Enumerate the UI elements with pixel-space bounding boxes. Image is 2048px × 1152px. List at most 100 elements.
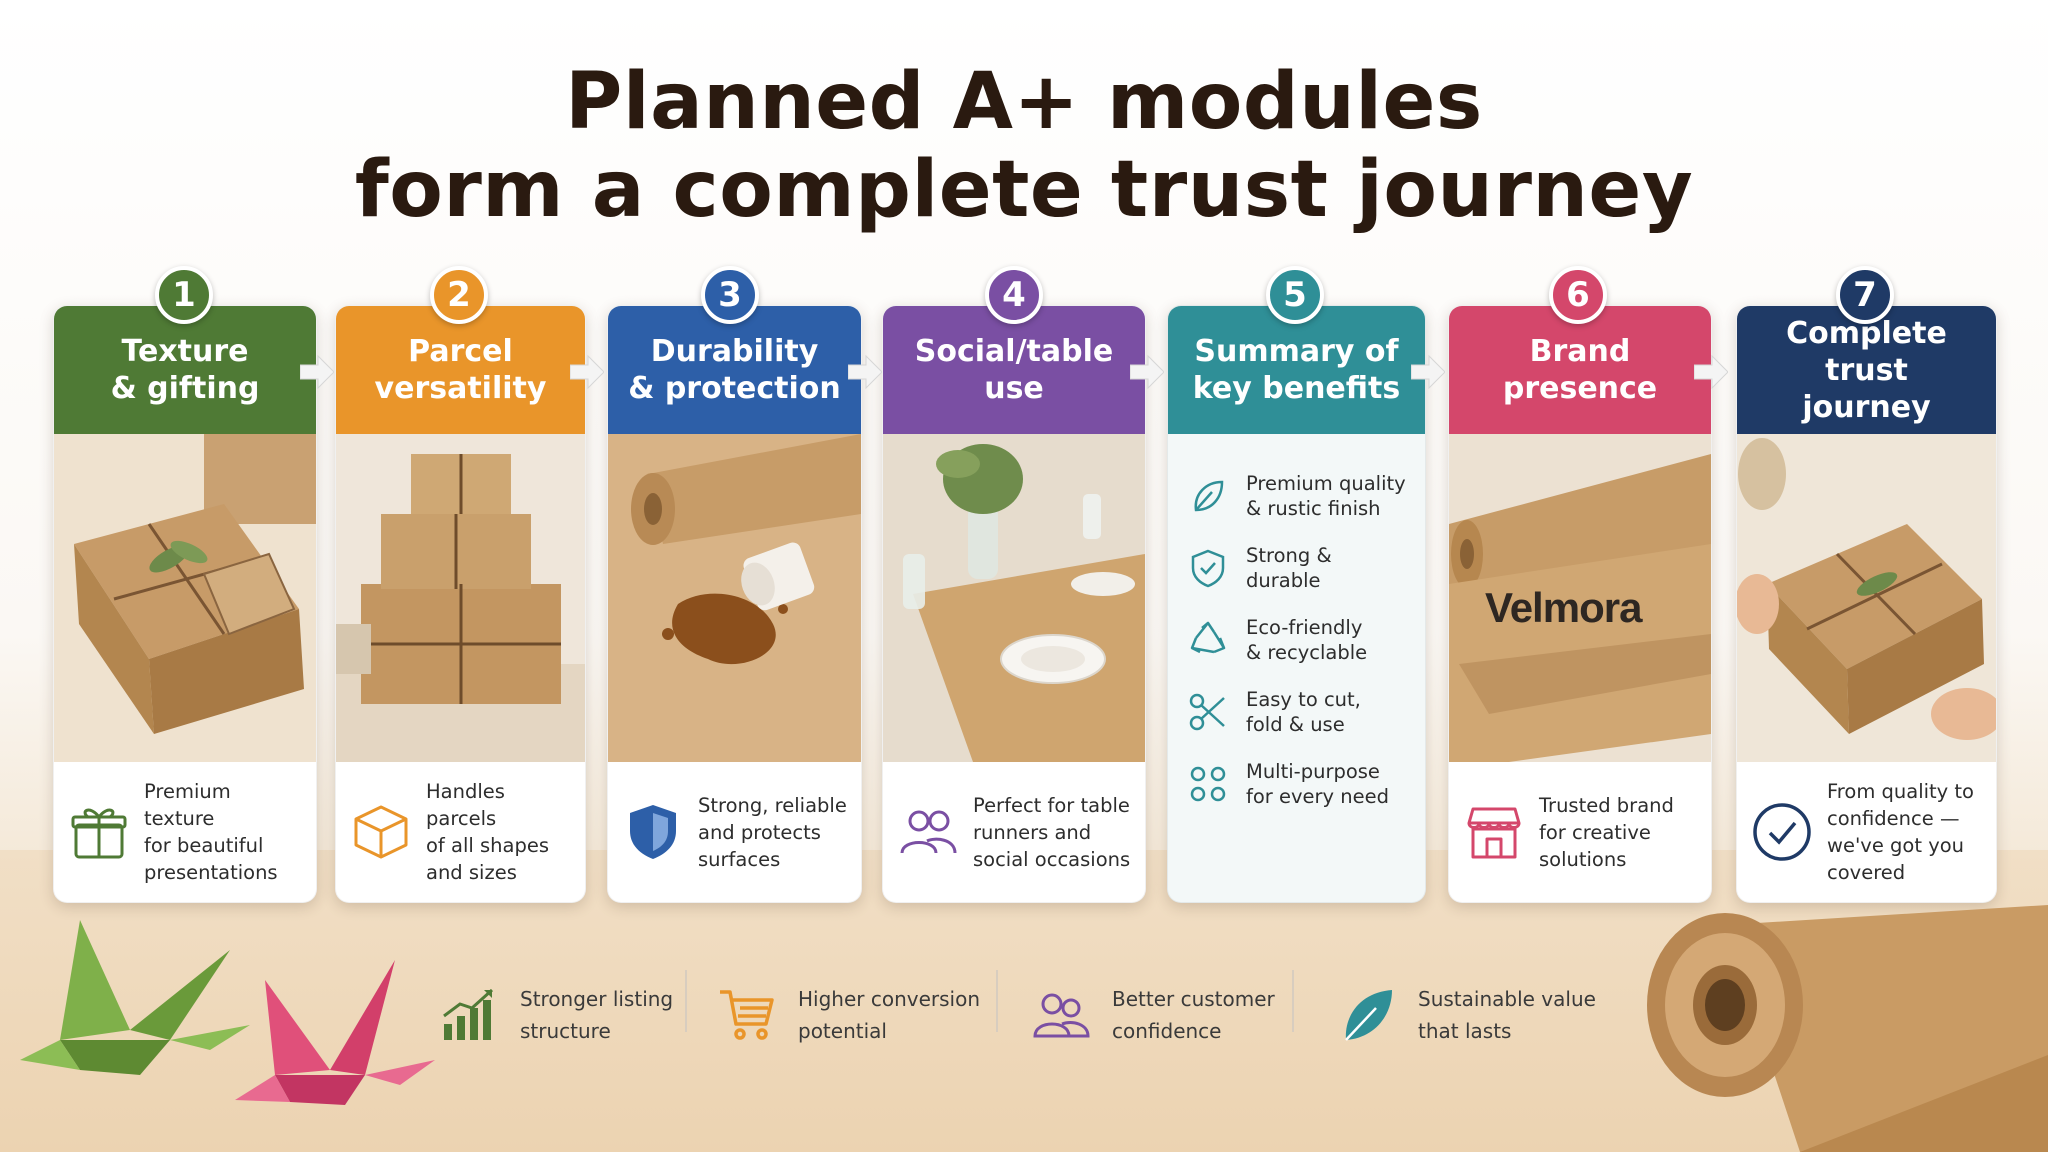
caption-line: we've got you <box>1827 834 1965 857</box>
module-card-texture-gifting: Texture& gifting Premium texture <box>53 305 317 903</box>
step-number-badge: 2 <box>430 266 488 324</box>
module-title-line: & gifting <box>110 371 260 406</box>
benefit-line: Stronger listing <box>520 987 674 1011</box>
module-title-line: Durability <box>650 334 819 369</box>
arrow-right-icon <box>300 354 334 390</box>
module-title-line: Brand <box>1529 334 1631 369</box>
caption-line: and protects <box>698 820 821 844</box>
key-benefits-list: Premium quality& rustic finish Strong &d… <box>1168 434 1425 820</box>
module-caption: Perfect for table runners and social occ… <box>883 762 1145 902</box>
module-caption: Handles parcels of all shapes and sizes <box>336 762 585 902</box>
leaf-icon <box>1338 986 1396 1044</box>
benefit-line: confidence <box>1112 1019 1222 1043</box>
benefit-higher-conversion: Higher conversion potential <box>718 965 980 1065</box>
module-title-line: presence <box>1502 371 1658 406</box>
people-icon <box>897 801 959 863</box>
module-title-line: key benefits <box>1192 371 1401 406</box>
module-header: Texture& gifting <box>54 306 316 434</box>
divider <box>685 970 687 1032</box>
summary-line: & rustic finish <box>1246 497 1381 520</box>
caption-line: social occasions <box>973 847 1131 871</box>
list-item: Premium quality& rustic finish <box>1188 460 1411 532</box>
benefit-line: structure <box>520 1019 611 1043</box>
brand-logo-text: Velmora <box>1485 584 1642 631</box>
gift-icon <box>68 801 130 863</box>
box-icon <box>350 801 412 863</box>
summary-line: for every need <box>1246 785 1390 808</box>
benefits-bar: Stronger listing structure Higher convers… <box>430 965 1600 1065</box>
green-origami-crane <box>20 920 250 1075</box>
summary-line: & recyclable <box>1246 641 1368 664</box>
benefit-line: that lasts <box>1418 1019 1512 1043</box>
benefit-line: Higher conversion <box>798 987 981 1011</box>
list-item: Eco-friendly& recyclable <box>1188 604 1411 676</box>
caption-line: solutions <box>1539 847 1627 871</box>
scissors-icon <box>1188 692 1228 732</box>
module-title-line: & protection <box>628 371 841 406</box>
pink-origami-crane <box>235 960 435 1105</box>
recycle-icon <box>1188 620 1228 660</box>
arrow-right-icon <box>1130 354 1164 390</box>
page-title: Planned A+ modules form a complete trust… <box>0 58 2048 234</box>
caption-line: presentations <box>144 861 278 884</box>
module-title-line: Social/table <box>914 334 1114 369</box>
module-caption: From quality to confidence — we've got y… <box>1737 762 1996 902</box>
people-icon <box>1032 986 1090 1044</box>
module-title-line: use <box>984 371 1044 406</box>
gift-package-photo <box>54 434 316 762</box>
table-setting-photo <box>883 434 1145 762</box>
summary-line: fold & use <box>1246 713 1345 736</box>
module-title-line: Complete trust <box>1786 315 1947 388</box>
caption-line: for beautiful <box>144 834 264 857</box>
title-line-2: form a complete trust journey <box>354 145 1694 235</box>
benefit-line: potential <box>798 1019 887 1043</box>
caption-line: of all shapes <box>426 834 549 857</box>
module-caption: Premium texture for beautiful presentati… <box>54 762 316 902</box>
bar-chart-icon <box>440 986 498 1044</box>
step-number-badge: 5 <box>1266 266 1324 324</box>
step-number-badge: 1 <box>155 266 213 324</box>
caption-line: From quality to <box>1827 780 1974 803</box>
caption-line: confidence — <box>1827 807 1960 830</box>
check-circle-icon <box>1751 801 1813 863</box>
cart-icon <box>718 986 776 1044</box>
benefit-line: Sustainable value <box>1418 987 1596 1011</box>
list-item: Easy to cut,fold & use <box>1188 676 1411 748</box>
step-number-badge: 7 <box>1836 266 1894 324</box>
step-number-badge: 4 <box>985 266 1043 324</box>
benefit-better-confidence: Better customer confidence <box>1032 965 1275 1065</box>
benefit-sustainable-value: Sustainable value that lasts <box>1338 965 1596 1065</box>
arrow-right-icon <box>848 354 882 390</box>
step-number-badge: 6 <box>1549 266 1607 324</box>
arrow-right-icon <box>570 354 604 390</box>
module-title-line: Summary of <box>1194 334 1399 369</box>
store-icon <box>1463 801 1525 863</box>
module-title-line: journey <box>1802 389 1931 425</box>
caption-line: and sizes <box>426 861 517 884</box>
summary-line: Premium quality <box>1246 472 1406 495</box>
caption-line: for creative <box>1539 820 1651 844</box>
caption-line: Trusted brand <box>1539 793 1674 817</box>
caption-line: surfaces <box>698 847 781 871</box>
caption-line: Perfect for table <box>973 793 1130 817</box>
arrow-right-icon <box>1694 354 1728 390</box>
shield-icon <box>622 801 684 863</box>
kraft-paper-roll <box>1647 905 2048 1152</box>
caption-line: Premium texture <box>144 780 231 830</box>
benefit-line: Better customer <box>1112 987 1275 1011</box>
stacked-parcels-photo <box>336 434 585 762</box>
module-title-line: Parcel <box>408 334 513 369</box>
summary-line: durable <box>1246 569 1321 592</box>
module-title-line: versatility <box>374 371 547 406</box>
divider <box>1292 970 1294 1032</box>
leaf-icon <box>1188 476 1228 516</box>
module-caption: Strong, reliable and protects surfaces <box>608 762 861 902</box>
